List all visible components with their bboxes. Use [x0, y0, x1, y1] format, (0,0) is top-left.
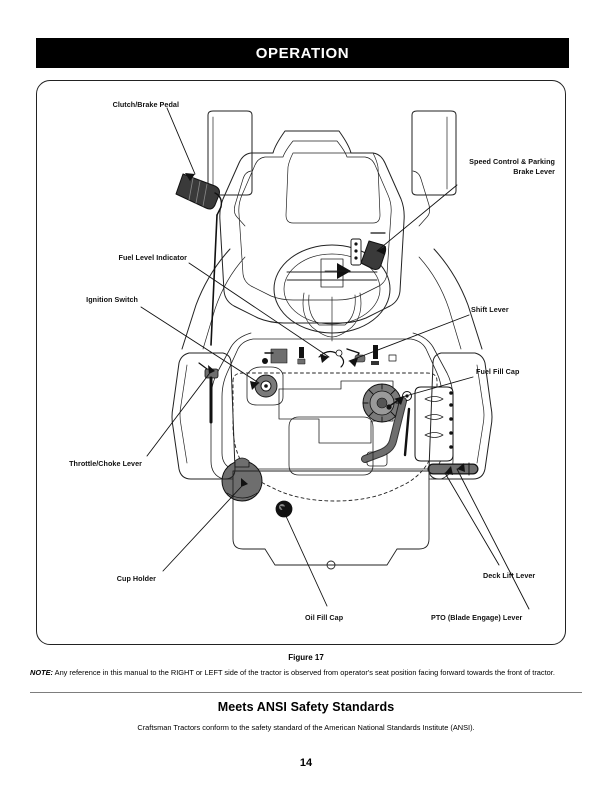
ansi-subtext: Craftsman Tractors conform to the safety…	[137, 723, 475, 732]
throttle-choke-part	[198, 362, 219, 424]
callout-clutch-brake-pedal: Clutch/Brake Pedal	[112, 100, 179, 109]
leader-shift	[348, 314, 470, 362]
hood-center-panel	[285, 152, 381, 224]
leader-arrowheads	[185, 173, 465, 514]
note-label: NOTE:	[30, 668, 53, 677]
hitch-hole	[326, 560, 336, 570]
callout-oil-fill-cap: Oil Fill Cap	[305, 613, 344, 622]
console-left	[210, 332, 252, 480]
callout-throttle-choke-lever: Throttle/Choke Lever	[69, 459, 142, 468]
leader-fuel-level	[188, 262, 330, 358]
leader-oil	[284, 513, 328, 607]
leader-cup	[162, 486, 242, 572]
callout-cup-holder: Cup Holder	[116, 574, 156, 583]
figure-frame: Clutch/Brake Pedal Speed Control & Parki…	[36, 80, 566, 645]
callout-shift-lever: Shift Lever	[471, 305, 509, 314]
section-banner: OPERATION	[36, 38, 569, 68]
leader-lines	[140, 107, 530, 610]
leader-deck	[444, 472, 500, 566]
seat	[288, 416, 374, 476]
center-hump	[278, 380, 394, 444]
left-fender-edge	[181, 248, 231, 350]
ansi-heading: Meets ANSI Safety Standards	[217, 700, 395, 714]
figure-caption: Figure 17	[288, 653, 324, 662]
deck-lift-quadrant	[414, 386, 454, 462]
rear-left-wheel	[171, 352, 236, 480]
front-right-wheel	[411, 110, 457, 196]
rear-deck	[232, 470, 430, 566]
leader-speed	[376, 184, 458, 252]
callout-fuel-fill-cap: Fuel Fill Cap	[476, 367, 520, 376]
leader-throttle	[146, 373, 210, 457]
fender-deck	[221, 338, 443, 470]
speed-control-lever-part	[350, 232, 387, 270]
page-title: OPERATION	[255, 44, 350, 62]
leader-fuel-cap	[394, 376, 474, 400]
leader-clutch	[166, 107, 196, 175]
instrument-cluster	[262, 345, 397, 368]
note-text: Any reference in this manual to the RIGH…	[53, 668, 555, 677]
callout-fuel-level-indicator: Fuel Level Indicator	[118, 253, 187, 262]
steering-wheel-hub	[320, 258, 344, 288]
callout-ignition-switch: Ignition Switch	[86, 295, 138, 304]
horizontal-divider	[30, 692, 582, 694]
leader-pto	[456, 468, 530, 610]
right-fender-edge	[433, 248, 483, 350]
lever-grip	[427, 462, 479, 476]
page-number: 14	[299, 757, 313, 769]
callout-speed-control-brake: Speed Control & Parking Brake Lever	[469, 157, 555, 176]
seat-pan-dashed	[232, 372, 438, 502]
deck-lift-lever-part	[361, 397, 411, 463]
callout-pto-blade-engage: PTO (Blade Engage) Lever	[431, 613, 523, 622]
callout-deck-lift-lever: Deck Lift Lever	[483, 571, 536, 580]
leader-ignition	[140, 306, 260, 384]
tractor-illustration	[140, 107, 530, 610]
rear-right-wheel	[428, 352, 493, 480]
hood-outline	[219, 130, 405, 324]
hood-inner	[238, 140, 392, 301]
note-line: NOTE: Any reference in this manual to th…	[30, 668, 582, 678]
